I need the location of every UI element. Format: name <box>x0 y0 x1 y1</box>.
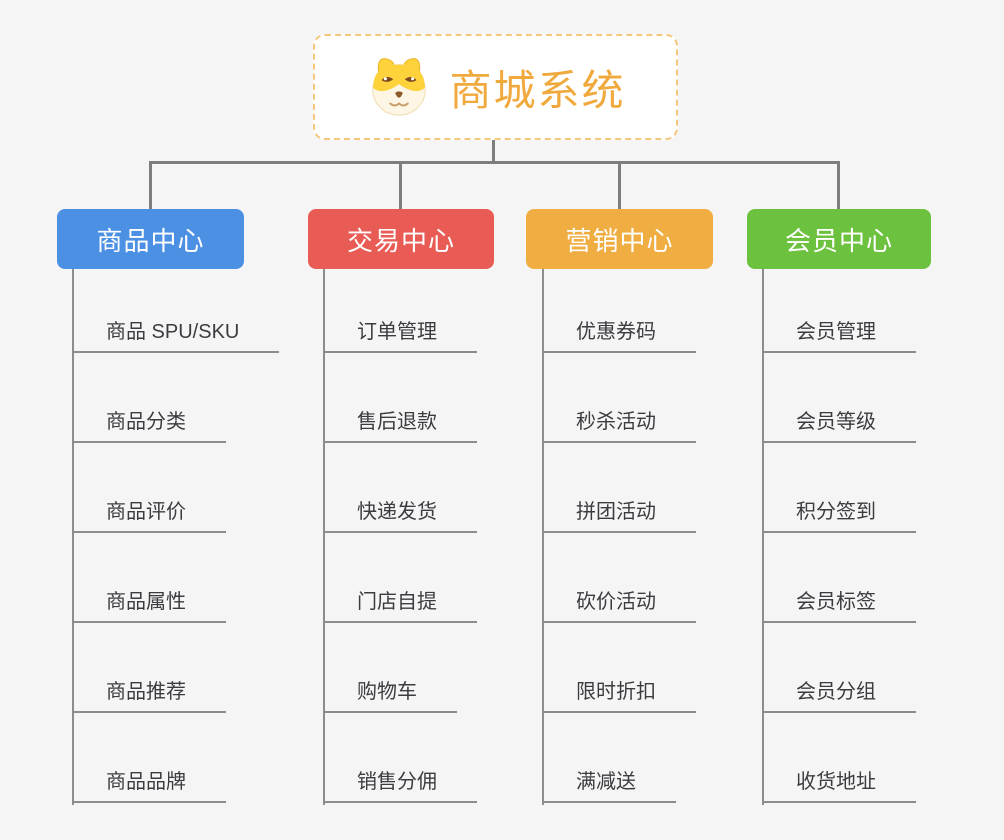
root-topic[interactable]: 商城系统 <box>313 34 678 140</box>
topic-item[interactable]: 收货地址 <box>762 763 916 803</box>
branch-header-label: 交易中心 <box>346 225 455 256</box>
topic-item[interactable]: 砍价活动 <box>542 583 696 623</box>
branch-header-member-center[interactable]: 会员中心 <box>747 209 931 269</box>
topic-item[interactable]: 商品 SPU/SKU <box>72 313 280 353</box>
topic-item[interactable]: 售后退款 <box>323 403 477 443</box>
branch-header-product-center[interactable]: 商品中心 <box>57 209 244 269</box>
topic-item[interactable]: 秒杀活动 <box>542 403 696 443</box>
branch-drop-line <box>618 161 621 209</box>
topic-item[interactable]: 商品评价 <box>72 493 226 533</box>
root-topic-title: 商城系统 <box>449 66 626 114</box>
root-connector-line <box>492 138 495 164</box>
topic-item[interactable]: 快递发货 <box>323 493 477 533</box>
branch-header-label: 商品中心 <box>96 225 205 256</box>
branch-spine-line <box>542 268 544 805</box>
branch-spine-line <box>762 268 764 805</box>
branch-header-marketing-center[interactable]: 营销中心 <box>526 209 713 269</box>
branch-spine-line <box>323 268 325 805</box>
dog-face-icon <box>372 58 427 116</box>
branch-header-trade-center[interactable]: 交易中心 <box>308 209 494 269</box>
topic-item[interactable]: 会员标签 <box>762 583 916 623</box>
topic-item[interactable]: 订单管理 <box>323 313 477 353</box>
topic-item[interactable]: 会员等级 <box>762 403 916 443</box>
branch-header-label: 营销中心 <box>565 225 674 256</box>
topic-item[interactable]: 满减送 <box>542 763 676 803</box>
branch-drop-line <box>837 161 840 209</box>
branch-bus-line <box>149 161 840 164</box>
branch-spine-line <box>72 268 74 805</box>
topic-item[interactable]: 限时折扣 <box>542 673 696 713</box>
topic-item[interactable]: 积分签到 <box>762 493 916 533</box>
topic-item[interactable]: 优惠券码 <box>542 313 696 353</box>
topic-item[interactable]: 销售分佣 <box>323 763 477 803</box>
topic-item[interactable]: 商品品牌 <box>72 763 226 803</box>
topic-item[interactable]: 拼团活动 <box>542 493 696 533</box>
topic-item[interactable]: 商品分类 <box>72 403 226 443</box>
branch-header-label: 会员中心 <box>784 225 893 256</box>
topic-item[interactable]: 购物车 <box>323 673 457 713</box>
topic-item[interactable]: 商品推荐 <box>72 673 226 713</box>
branch-drop-line <box>149 161 152 209</box>
branch-drop-line <box>399 161 402 209</box>
topic-item[interactable]: 商品属性 <box>72 583 226 623</box>
topic-item[interactable]: 门店自提 <box>323 583 477 623</box>
topic-item[interactable]: 会员分组 <box>762 673 916 713</box>
topic-item[interactable]: 会员管理 <box>762 313 916 353</box>
